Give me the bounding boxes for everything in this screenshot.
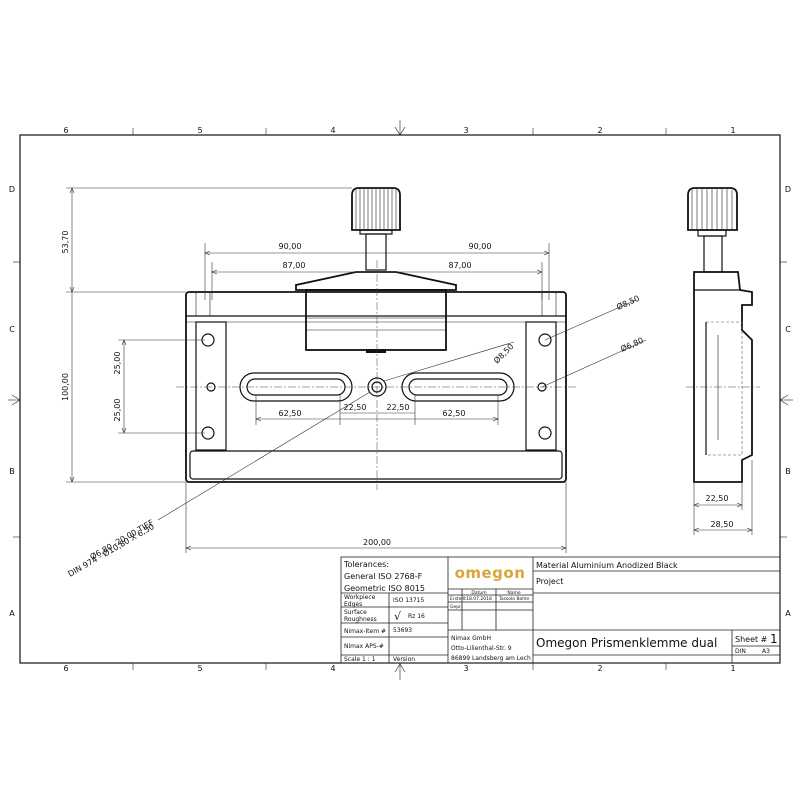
row-label-right: A <box>785 609 791 618</box>
format-label: DIN <box>735 648 746 655</box>
checked-label: Gepr. <box>450 604 462 610</box>
workpiece-edges-value: ISO 13715 <box>393 597 424 604</box>
front-view <box>176 187 576 490</box>
tolerances-label: Tolerances: <box>343 560 389 569</box>
name-header: Name <box>507 590 521 596</box>
row-label-left: D <box>9 185 15 194</box>
material-label: Material Aluminium Anodized Black <box>536 561 678 570</box>
column-label-top: 3 <box>463 126 468 135</box>
column-label-top: 6 <box>63 126 68 135</box>
column-label-bottom: 6 <box>63 664 68 673</box>
column-label-top: 4 <box>330 126 335 135</box>
knurled-knob <box>351 187 401 271</box>
row-label-right: D <box>785 185 791 194</box>
dimension-label: 22,50 <box>706 494 729 503</box>
centering-arrow-bottom <box>394 663 406 680</box>
company-name: Nimax GmbH <box>451 635 491 642</box>
column-label-top: 2 <box>597 126 602 135</box>
clamp-jaw <box>295 271 457 353</box>
nimax-item-label: Nimax-Item # <box>344 628 386 635</box>
part-title: Omegon Prismenklemme dual <box>536 636 717 650</box>
column-label-bottom: 3 <box>463 664 468 673</box>
format-value: A3 <box>762 648 770 655</box>
row-label-left: B <box>9 467 15 476</box>
date-header: Datum <box>471 590 486 596</box>
dimension-label: 200,00 <box>363 538 391 547</box>
dimension-label: 90,00 <box>279 242 302 251</box>
row-label-left: C <box>9 325 15 334</box>
dimension-label: 100,00 <box>61 373 70 401</box>
dimension-label: 90,00 <box>469 242 492 251</box>
row-label-right: B <box>785 467 791 476</box>
sheet-number: 1 <box>770 632 778 646</box>
column-label-top: 1 <box>730 126 735 135</box>
surface-roughness-icon: √ <box>394 610 402 623</box>
nimax-item-value: 53693 <box>393 627 412 634</box>
side-view: 22,50 28,50 <box>686 187 760 535</box>
dimension-label: 28,50 <box>711 520 734 529</box>
dimension-label: 22,50 <box>387 403 410 412</box>
column-label-bottom: 4 <box>330 664 335 673</box>
dimension-label: 25,00 <box>113 399 122 422</box>
drawn-date: 18.07.2018 <box>466 596 492 602</box>
row-label-right: C <box>785 325 791 334</box>
row-label-left: A <box>9 609 15 618</box>
drawn-name: Tassolo Bohle <box>498 596 530 602</box>
dimension-label: 22,50 <box>344 403 367 412</box>
sheet-label: Sheet # <box>735 635 768 644</box>
general-tolerance: General ISO 2768-F <box>344 572 423 581</box>
column-label-bottom: 5 <box>197 664 202 673</box>
omegon-logo: omegon <box>455 564 526 582</box>
column-label-bottom: 2 <box>597 664 602 673</box>
workpiece-edges-label: Edges <box>344 601 362 608</box>
geometric-tolerance: Geometric ISO 8015 <box>344 584 425 593</box>
hole-note: DIN 974 - Ø10,80 X 6,50 <box>66 521 156 579</box>
surface-label: Surface <box>344 609 367 616</box>
dimension-label: 25,00 <box>113 352 122 375</box>
dimension-label: 53,70 <box>61 231 70 254</box>
version-label: Version <box>393 656 415 663</box>
surface-value: Rz 16 <box>408 613 425 620</box>
dimension-label: 87,00 <box>283 261 306 270</box>
column-label-bottom: 1 <box>730 664 735 673</box>
dimension-label: 62,50 <box>443 409 466 418</box>
company-city: 86899 Landsberg am Lech <box>451 655 531 662</box>
surface-label: Roughness <box>344 616 377 623</box>
drawn-label: Erstellt <box>450 596 466 602</box>
side-knurled-knob <box>687 187 738 273</box>
title-block: Tolerances: General ISO 2768-F Geometric… <box>340 556 781 664</box>
centering-arrow-left <box>8 394 21 406</box>
dimension-label: Ø6,80 <box>619 335 645 354</box>
project-label: Project <box>536 577 563 586</box>
centering-arrow-top <box>394 120 406 136</box>
centering-arrow-right <box>779 394 793 406</box>
column-label-top: 5 <box>197 126 202 135</box>
front-view-dimensions: 90,00 90,00 87,00 87,00 53,70 100,00 25,… <box>61 187 647 579</box>
dimension-label: 62,50 <box>279 409 302 418</box>
dimension-label: 87,00 <box>449 261 472 270</box>
company-street: Otto-Lilienthal-Str. 9 <box>451 645 512 652</box>
dimension-label: Ø8,50 <box>615 293 641 312</box>
workpiece-edges-label: Workpiece <box>344 594 376 601</box>
nimax-aps-label: Nimax APS-# <box>344 643 384 650</box>
scale-label: Scale 1 : 1 <box>344 656 376 663</box>
